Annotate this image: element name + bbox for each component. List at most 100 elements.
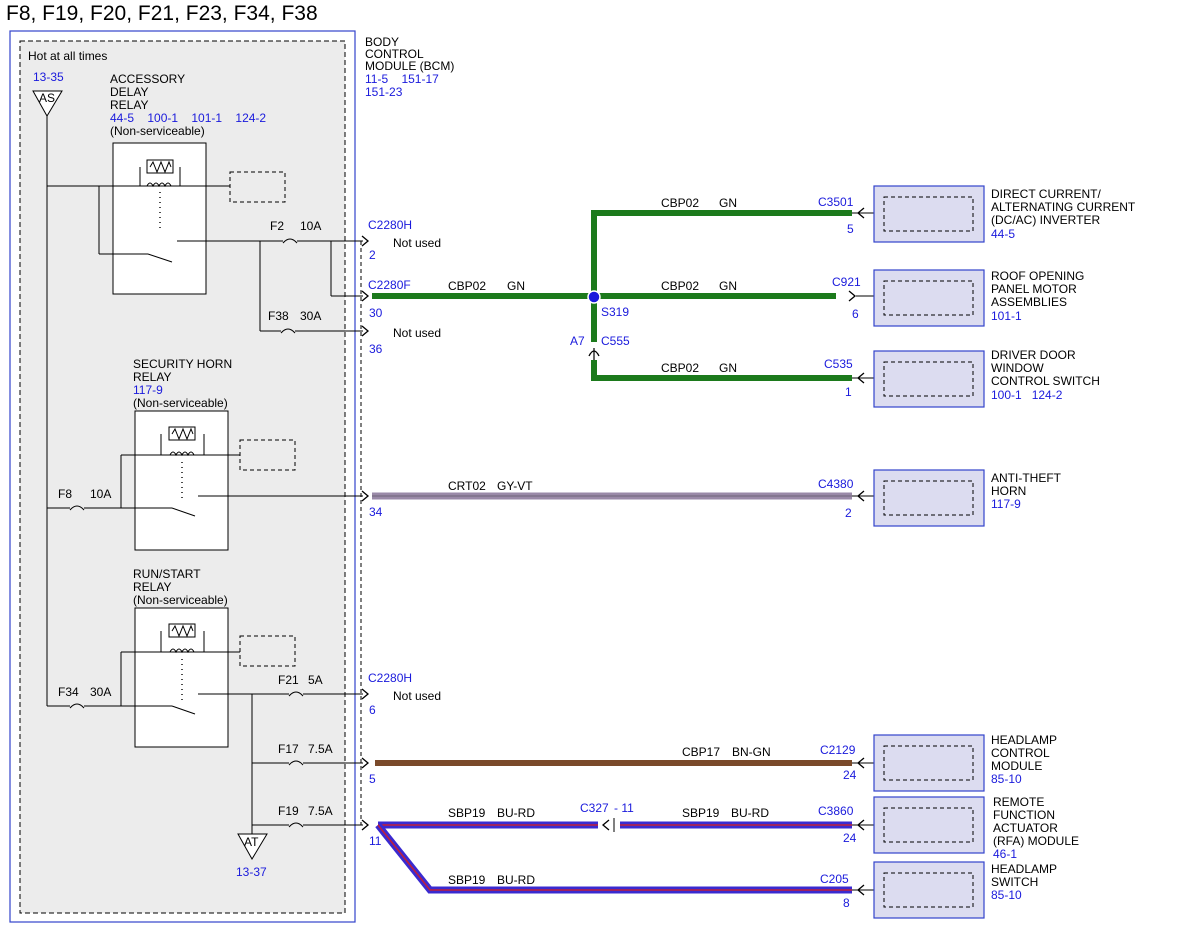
- bcm-label: BODY CONTROL MODULE (BCM) 11-5 151-17 15…: [365, 35, 454, 99]
- power-bottom-ref: 13-37: [236, 865, 267, 879]
- rfa-connector: C3860: [818, 804, 854, 818]
- roof-line-2: PANEL MOTOR: [991, 282, 1077, 296]
- fuse-f38-rating: 30A: [300, 309, 321, 323]
- door-ref: 100-1 124-2: [991, 388, 1063, 402]
- run-start-relay: RUN/START RELAY (Non-serviceable): [120, 567, 296, 748]
- c2280h-mid-not-used: Not used: [393, 689, 441, 703]
- security-relay-line-1: SECURITY HORN: [133, 357, 232, 371]
- pin-5: 5: [369, 772, 376, 786]
- bcm-label-line-3: MODULE (BCM): [365, 59, 454, 73]
- page-title: F8, F19, F20, F21, F23, F34, F38: [6, 2, 318, 25]
- component-dcac-inverter: C3501 5 DIRECT CURRENT/ ALTERNATING CURR…: [818, 185, 1136, 243]
- accessory-relay-refs: 44-5 100-1 101-1 124-2: [110, 111, 266, 125]
- security-relay-line-2: RELAY: [133, 370, 171, 384]
- wire-1-color: GN: [719, 196, 737, 210]
- component-headlamp-control-module: C2129 24 HEADLAMP CONTROL MODULE 85-10: [820, 733, 1057, 792]
- hcm-line-1: HEADLAMP: [991, 733, 1057, 747]
- hcm-line-3: MODULE: [991, 759, 1042, 773]
- wire-2-color: GN: [507, 279, 525, 293]
- fuse-f34: F34 30A: [47, 685, 121, 709]
- component-anti-theft-horn: C4380 2 ANTI-THEFT HORN 117-9: [818, 469, 1062, 527]
- fuse-f21: F21 5A: [278, 673, 363, 697]
- splice-s319-label: S319: [601, 305, 629, 319]
- fuse-f2: F2 10A: [260, 219, 363, 244]
- fuse-f19-rating: 7.5A: [308, 804, 333, 818]
- roof-line-3: ASSEMBLIES: [991, 295, 1067, 309]
- fuse-f34-rating: 30A: [90, 685, 111, 699]
- roof-line-1: ROOF OPENING: [991, 269, 1084, 283]
- hsw-line-1: HEADLAMP: [991, 862, 1057, 876]
- fuse-f2-rating: 10A: [300, 219, 321, 233]
- wire-6-circuit: CBP17: [682, 745, 720, 759]
- hot-at-all-times-label: Hot at all times: [28, 49, 107, 63]
- hsw-ref: 85-10: [991, 888, 1022, 902]
- door-pin: 1: [845, 385, 852, 399]
- c2280f-pin: 30: [369, 306, 383, 320]
- power-top-triangle: [32, 90, 63, 117]
- horn-pin: 2: [845, 506, 852, 520]
- dcac-ref: 44-5: [991, 227, 1015, 241]
- rfa-line-2: FUNCTION: [993, 808, 1055, 822]
- hsw-line-2: SWITCH: [991, 875, 1038, 889]
- accessory-delay-relay: ACCESSORY DELAY RELAY 44-5 100-1 101-1 1…: [47, 72, 286, 295]
- wire-7-circuit: SBP19: [448, 806, 486, 820]
- bcm-ref-1: 11-5 151-17: [365, 72, 439, 86]
- power-top-ref: 13-35: [33, 70, 64, 84]
- security-relay-refs: 117-9: [133, 383, 163, 397]
- dcac-line-1: DIRECT CURRENT/: [991, 187, 1101, 201]
- fuse-f17: F17 7.5A: [252, 742, 363, 766]
- wire-6-color: BN-GN: [732, 745, 771, 759]
- security-relay-note: (Non-serviceable): [133, 396, 228, 410]
- rfa-pin: 24: [843, 831, 857, 845]
- accessory-relay-note: (Non-serviceable): [110, 124, 205, 138]
- horn-line-1: ANTI-THEFT: [991, 471, 1062, 485]
- fuse-f8-rating: 10A: [90, 487, 111, 501]
- splice-s319: [587, 290, 601, 304]
- inline-c327-pin: - 11: [614, 801, 634, 815]
- roof-pin: 6: [852, 307, 859, 321]
- pin-11: 11: [369, 834, 382, 848]
- rfa-line-3: ACTUATOR: [993, 821, 1058, 835]
- wire-7-color: BU-RD: [497, 806, 535, 820]
- door-connector: C535: [824, 357, 853, 371]
- hcm-pin: 24: [843, 768, 857, 782]
- wire-9-color: BU-RD: [497, 873, 535, 887]
- wire-5-color: GY-VT: [497, 479, 533, 493]
- component-headlamp-switch: C205 8 HEADLAMP SWITCH 85-10: [820, 861, 1057, 919]
- blue-red-wires: [375, 821, 852, 894]
- fuse-f17-name: F17: [278, 742, 299, 756]
- fuse-f34-name: F34: [58, 685, 79, 699]
- wire-1-circuit: CBP02: [661, 196, 699, 210]
- hcm-ref: 85-10: [991, 772, 1022, 786]
- wire-5-circuit: CRT02: [448, 479, 486, 493]
- rfa-line-1: REMOTE: [993, 795, 1044, 809]
- accessory-relay-line-2: DELAY: [110, 85, 148, 99]
- splice-a7-label: A7: [570, 334, 585, 348]
- wire-8-circuit: SBP19: [682, 806, 720, 820]
- dcac-line-3: (DC/AC) INVERTER: [991, 213, 1100, 227]
- wire-cbp02-dcac: [591, 210, 852, 296]
- hsw-connector: C205: [820, 872, 849, 886]
- roof-connector: C921: [832, 275, 861, 289]
- horn-connector: C4380: [818, 477, 854, 491]
- wire-4-color: GN: [719, 361, 737, 375]
- c2280h-top-connector: C2280H: [368, 218, 412, 232]
- hsw-pin: 8: [843, 896, 850, 910]
- bcm-label-line-2: CONTROL: [365, 47, 424, 61]
- fuse-f21-rating: 5A: [308, 673, 323, 687]
- fuse-f2-name: F2: [270, 219, 284, 233]
- c2280h-top-not-used: Not used: [393, 236, 441, 250]
- door-line-1: DRIVER DOOR: [991, 348, 1076, 362]
- wire-3-circuit: CBP02: [661, 279, 699, 293]
- bcm-label-line-1: BODY: [365, 35, 399, 49]
- rfa-line-4: (RFA) MODULE: [993, 834, 1079, 848]
- pin-36-not-used: Not used: [393, 326, 441, 340]
- fuse-f19-name: F19: [278, 804, 299, 818]
- bcm-ref-2: 151-23: [365, 85, 403, 99]
- rfa-ref: 46-1: [993, 847, 1017, 861]
- runstart-relay-line-1: RUN/START: [133, 567, 201, 581]
- pin-36: 36: [369, 342, 383, 356]
- accessory-relay-line-1: ACCESSORY: [110, 72, 185, 86]
- fuse-f21-name: F21: [278, 673, 299, 687]
